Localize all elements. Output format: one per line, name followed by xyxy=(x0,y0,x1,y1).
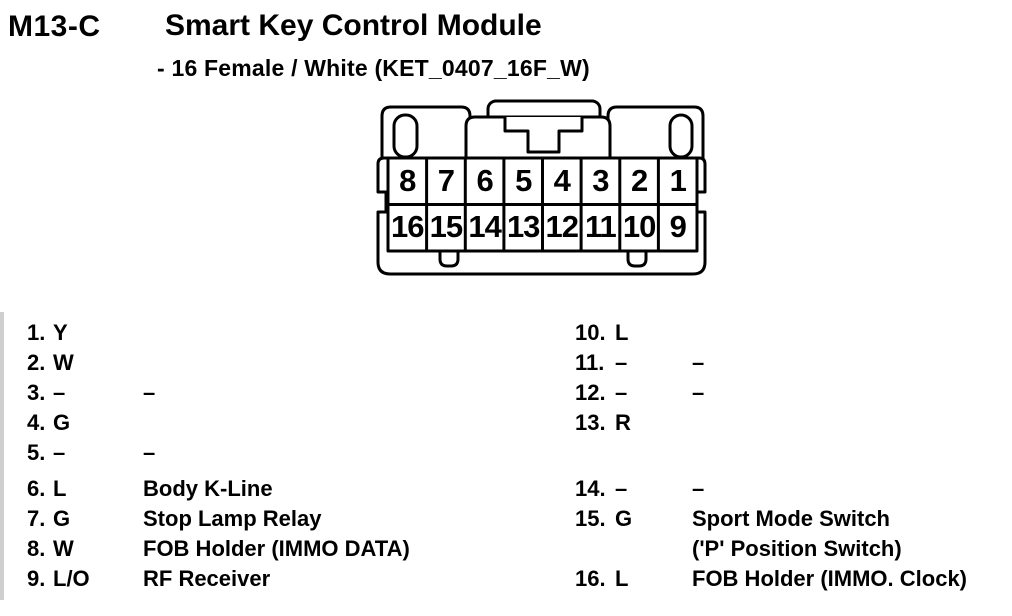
pin-row: 4. G 13. R xyxy=(0,408,1012,438)
guide-slot-right xyxy=(668,113,694,159)
page-title: Smart Key Control Module xyxy=(165,9,542,42)
pin-function: RF Receiver xyxy=(143,566,271,591)
pin-cell: 12 xyxy=(545,209,579,244)
pin-function: ('P' Position Switch) xyxy=(692,536,902,561)
pin-number: 3. xyxy=(27,380,46,405)
connector-id: M13-C xyxy=(8,10,101,43)
guide-slot-left xyxy=(392,113,419,159)
wire-color: L xyxy=(615,566,629,591)
wire-color: G xyxy=(53,506,71,531)
pin-number: 16. xyxy=(575,566,606,591)
pin-number: 8. xyxy=(27,536,46,561)
pin-row: 9. L/O RF Receiver 16. L FOB Holder (IMM… xyxy=(0,564,1012,594)
pin-number: 10. xyxy=(575,320,606,345)
wire-color: L xyxy=(53,476,67,501)
pin-number: 15. xyxy=(575,506,606,531)
pin-number: 9. xyxy=(27,566,46,591)
wire-color: – xyxy=(53,380,66,405)
pin-cell: 14 xyxy=(468,209,501,244)
pin-number xyxy=(575,438,615,468)
pin-function xyxy=(143,408,575,438)
pin-function xyxy=(692,408,1012,438)
pin-number: 7. xyxy=(27,506,46,531)
pin-row: 5. – – xyxy=(0,438,1012,468)
wire-color: W xyxy=(53,536,74,561)
pin-cell: 15 xyxy=(429,209,463,244)
pin-cell: 4 xyxy=(553,163,571,198)
pin-number: 4. xyxy=(27,410,46,435)
pin-function: – xyxy=(143,440,156,465)
wire-color: R xyxy=(615,410,631,435)
pin-cell: 13 xyxy=(506,209,540,244)
wire-color: L/O xyxy=(53,566,90,591)
pin-number: 1. xyxy=(27,320,46,345)
pin-function: – xyxy=(692,380,705,405)
wire-color xyxy=(615,534,692,564)
pin-cell: 7 xyxy=(437,163,455,198)
lock-notch-right xyxy=(626,248,648,268)
wire-color: W xyxy=(53,350,74,375)
pin-row: 2. W 11. – – xyxy=(0,348,1012,378)
pin-cell: 11 xyxy=(585,209,617,244)
pin-cell: 8 xyxy=(399,163,416,198)
pin-row: 1. Y 10. L xyxy=(0,318,1012,348)
pin-cell: 9 xyxy=(669,209,687,244)
latch-t-cutout xyxy=(503,115,584,154)
pin-number: 14. xyxy=(575,476,606,501)
pin-cell: 3 xyxy=(592,163,609,198)
wire-color: – xyxy=(53,440,66,465)
pin-row: 8. W FOB Holder (IMMO DATA) ('P' Positio… xyxy=(0,534,1012,564)
pin-cell: 1 xyxy=(669,163,687,198)
wire-color: G xyxy=(615,506,633,531)
pin-number: 6. xyxy=(27,476,46,501)
pin-function xyxy=(143,348,575,378)
pin-function: Sport Mode Switch xyxy=(692,506,890,531)
pin-number xyxy=(575,534,615,564)
pin-function xyxy=(143,318,575,348)
pin-function xyxy=(692,438,1012,468)
pin-function: FOB Holder (IMMO. Clock) xyxy=(692,566,967,591)
pin-cell: 5 xyxy=(515,163,532,198)
pin-list: 1. Y 10. L 2. W 11. – – 3. – – 12. – – 4… xyxy=(0,318,1012,594)
pin-cell: 16 xyxy=(391,209,424,244)
wire-color: – xyxy=(615,476,628,501)
wire-color: L xyxy=(615,320,629,345)
pin-function: – xyxy=(692,350,705,375)
pin-number: 5. xyxy=(27,440,46,465)
wire-color: G xyxy=(53,410,71,435)
wire-color xyxy=(615,438,692,468)
pin-cell: 10 xyxy=(622,209,656,244)
connector-subtitle: - 16 Female / White (KET_0407_16F_W) xyxy=(157,55,590,81)
pin-function: Body K-Line xyxy=(143,476,273,501)
pin-row: 6. L Body K-Line 14. – – xyxy=(0,474,1012,504)
wire-color: – xyxy=(615,380,628,405)
pin-number: 2. xyxy=(27,350,46,375)
wire-color: – xyxy=(615,350,628,375)
lock-notch-left xyxy=(438,248,460,268)
scan-edge-artifact xyxy=(0,312,4,600)
pin-function: FOB Holder (IMMO DATA) xyxy=(143,536,410,561)
pin-function: – xyxy=(143,380,156,405)
pin-cell: 2 xyxy=(630,163,648,198)
pin-cell: 6 xyxy=(476,163,493,198)
pin-function: Stop Lamp Relay xyxy=(143,506,322,531)
pin-row: 7. G Stop Lamp Relay 15. G Sport Mode Sw… xyxy=(0,504,1012,534)
pin-function: – xyxy=(692,476,705,501)
pin-function xyxy=(692,318,1012,348)
wire-color: Y xyxy=(53,320,68,345)
pin-number: 13. xyxy=(575,410,606,435)
pin-number: 11. xyxy=(575,350,605,375)
pin-row: 3. – – 12. – – xyxy=(0,378,1012,408)
pin-number: 12. xyxy=(575,380,606,405)
